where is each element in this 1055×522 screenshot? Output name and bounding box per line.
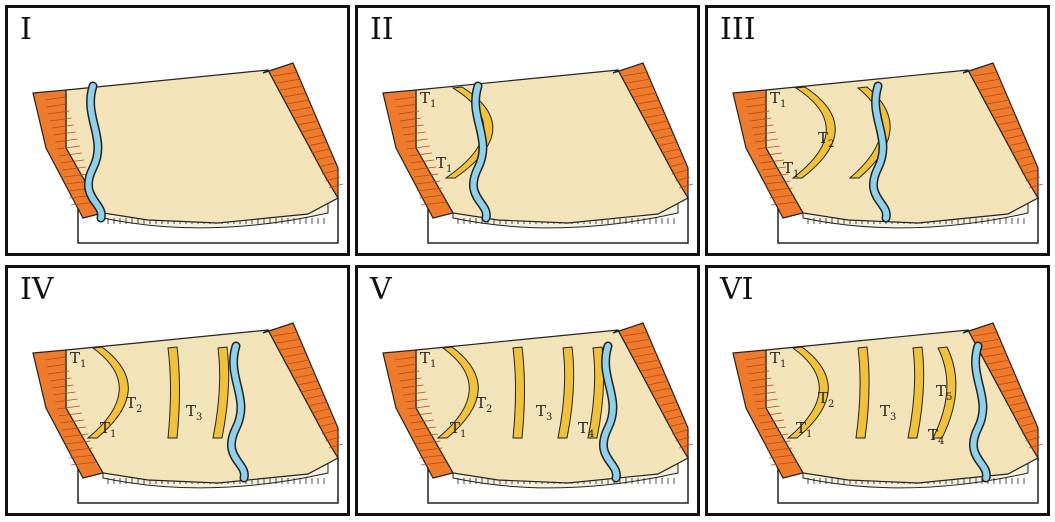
terrace-subscript: 2 (136, 404, 142, 415)
terrace-letter: T (796, 419, 806, 437)
panel-stage-3: T1T2T1 III (705, 5, 1050, 256)
terrace-letter: T (928, 426, 938, 444)
stage-numeral: II (370, 12, 394, 47)
stage-1-block-diagram (8, 8, 347, 253)
terrace-letter: T (420, 89, 430, 107)
terrace-letter: T (770, 349, 780, 367)
terrace-letter: T (70, 349, 80, 367)
terrace-letter: T (936, 382, 946, 400)
terrace-subscript: 1 (446, 164, 452, 175)
stage-numeral: IV (20, 272, 54, 307)
stage-numeral: III (720, 12, 756, 47)
terrace-letter: T (770, 89, 780, 107)
terrace-subscript: 2 (486, 404, 492, 415)
terrace-subscript: 2 (828, 139, 834, 150)
terrace-letter: T (126, 394, 136, 412)
terrace-letter: T (436, 154, 446, 172)
terrace-letter: T (450, 419, 460, 437)
terrace-subscript: 2 (828, 399, 834, 410)
terrace-letter: T (818, 129, 828, 147)
terrace-subscript: 1 (460, 429, 466, 440)
terrace-subscript: 4 (588, 429, 594, 440)
terrace-subscript: 1 (430, 359, 436, 370)
terrace-letter: T (100, 419, 110, 437)
terrace-letter: T (536, 402, 546, 420)
terrace-subscript: 1 (806, 429, 812, 440)
terrace-subscript: 1 (80, 359, 86, 370)
terrace-subscript: 5 (946, 392, 952, 403)
terrace-letter: T (783, 159, 793, 177)
terrace-letter: T (186, 402, 196, 420)
terrace-subscript: 1 (793, 169, 799, 180)
terrace-letter: T (578, 419, 588, 437)
terrace-subscript: 3 (890, 412, 896, 423)
stage-numeral: I (20, 12, 32, 47)
terrace-subscript: 4 (938, 436, 944, 447)
terrace-subscript: 1 (780, 99, 786, 110)
stage-numeral: VI (720, 272, 754, 307)
terrace-subscript: 1 (430, 99, 436, 110)
terrace-letter: T (420, 349, 430, 367)
panel-stage-6: T1T2T3T5T4T1 VI (705, 265, 1050, 516)
terrace-subscript: 3 (196, 412, 202, 423)
terrace-letter: T (818, 389, 828, 407)
terrace-subscript: 3 (546, 412, 552, 423)
terrace-subscript: 1 (110, 429, 116, 440)
terrace-letter: T (880, 402, 890, 420)
terrace-subscript: 1 (780, 359, 786, 370)
stage-numeral: V (370, 272, 392, 307)
panel-stage-1: I (5, 5, 350, 256)
terrace-letter: T (476, 394, 486, 412)
